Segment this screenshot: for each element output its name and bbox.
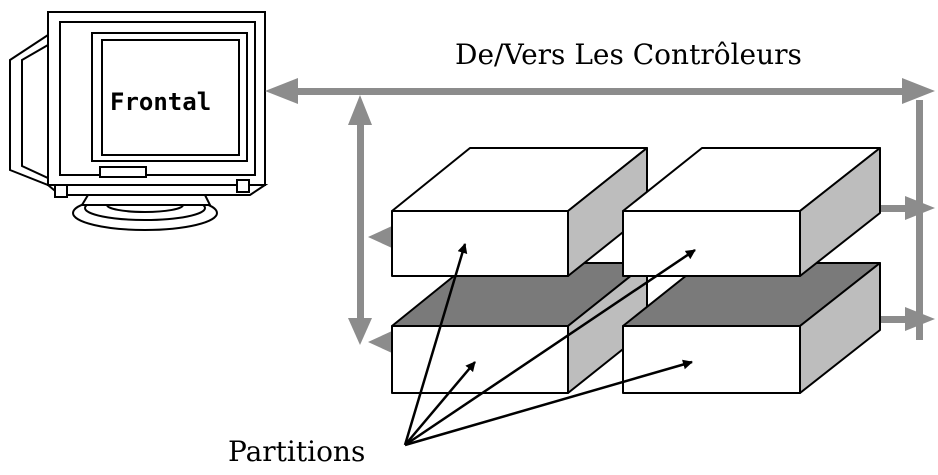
bus-arrowhead-right <box>902 78 935 104</box>
partition-box-bottom-left <box>391 262 648 394</box>
monitor-icon <box>9 11 269 231</box>
partition-box-top-left <box>391 147 648 277</box>
monitor-screen-label: Frontal <box>110 88 212 116</box>
partition-box-top-right <box>622 147 881 277</box>
arrow-to-bottom-left <box>404 361 476 446</box>
left-vertical-bus <box>357 120 364 325</box>
partition-box-bottom-right <box>622 262 881 394</box>
bus-line <box>290 88 910 95</box>
bus-arrowhead-left <box>265 78 298 104</box>
bus-label: De/Vers Les Contrôleurs <box>455 38 802 71</box>
partition-arrows <box>403 243 696 447</box>
arrow-to-bottom-right <box>404 359 693 447</box>
right-vertical-bus <box>916 100 923 340</box>
arrow-to-top-right <box>404 248 696 447</box>
arrow-to-top-left <box>403 243 468 446</box>
partitions-label: Partitions <box>228 435 366 468</box>
